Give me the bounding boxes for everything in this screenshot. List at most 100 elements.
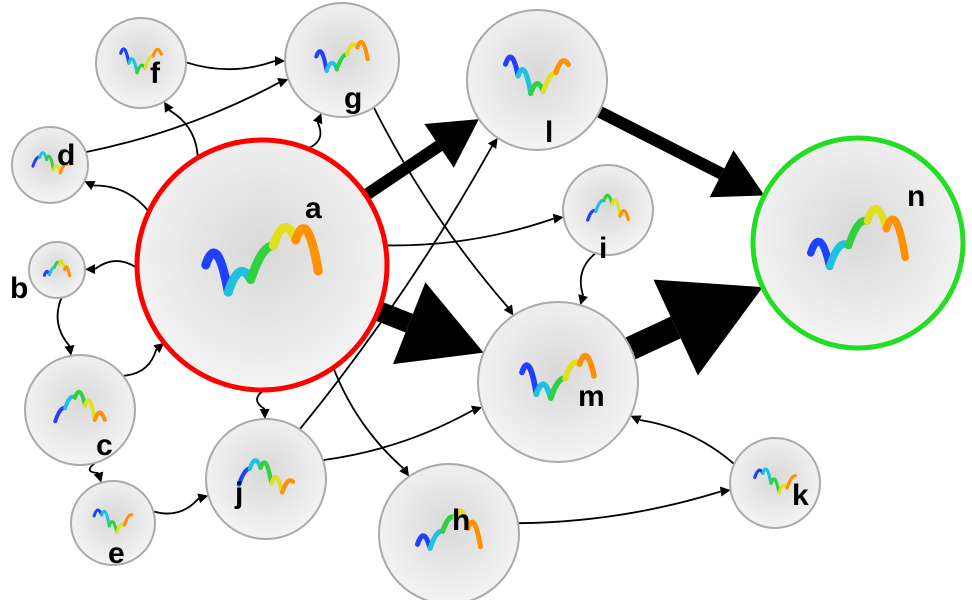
- arrowhead-icon: [274, 56, 286, 66]
- arrowhead-icon: [393, 282, 484, 365]
- protein-structure-icon: [586, 193, 630, 222]
- arrowhead-icon: [84, 264, 96, 275]
- protein-structure-icon: [503, 54, 571, 97]
- edge-a-m: [374, 282, 484, 365]
- node-circle: [28, 241, 86, 299]
- edge-a-d: [84, 180, 150, 213]
- node-circle: [134, 137, 390, 393]
- node-label: h: [452, 504, 470, 537]
- edge-a-g: [307, 113, 323, 150]
- node-circle: [205, 418, 327, 540]
- node-label: d: [57, 139, 75, 172]
- arrowhead-icon: [277, 77, 289, 88]
- arrowhead-icon: [312, 113, 323, 125]
- protein-structure-icon: [314, 39, 370, 73]
- arrowhead-icon: [93, 471, 104, 483]
- arrowhead-icon: [719, 486, 731, 497]
- node-d: [11, 126, 89, 204]
- protein-structure-icon: [119, 47, 163, 75]
- arrowhead-icon: [64, 345, 75, 356]
- node-k: [729, 437, 821, 529]
- node-i: [562, 164, 654, 256]
- edge-c-e: [88, 462, 104, 483]
- node-label: f: [150, 57, 161, 90]
- arrowhead-icon: [630, 415, 642, 425]
- node-f: [95, 17, 187, 109]
- arrowhead-icon: [552, 213, 564, 224]
- node-h: [378, 463, 520, 600]
- node-n: [750, 135, 966, 351]
- protein-structure-icon: [236, 458, 296, 495]
- edge-m-n: [625, 279, 763, 376]
- edge-h-k: [518, 486, 731, 525]
- node-e: [70, 480, 156, 566]
- nodes-layer: [11, 2, 966, 600]
- node-label: j: [234, 477, 243, 510]
- arrowhead-icon: [259, 408, 270, 420]
- edge-c-a: [122, 342, 165, 377]
- protein-structure-icon: [42, 259, 72, 278]
- arrowhead-icon: [471, 405, 483, 416]
- node-a: [134, 137, 390, 393]
- arrowhead-icon: [709, 150, 765, 198]
- arrowhead-icon: [84, 180, 96, 190]
- edges-layer: [56, 56, 765, 525]
- arrowhead-icon: [164, 101, 174, 113]
- arrowhead-icon: [197, 493, 209, 504]
- arrowhead-icon: [424, 119, 479, 168]
- edge-j-m: [322, 405, 483, 461]
- edge-a-b: [84, 260, 138, 275]
- arrowhead-icon: [503, 304, 514, 316]
- edge-f-g: [185, 56, 286, 71]
- protein-structure-icon: [807, 205, 909, 271]
- edge-j-l: [299, 137, 498, 430]
- edge-e-j: [153, 493, 209, 515]
- node-label: i: [599, 232, 607, 265]
- protein-structure-icon: [53, 389, 107, 424]
- edge-k-m: [630, 415, 735, 465]
- arrowhead-icon: [153, 342, 165, 354]
- node-label: e: [108, 537, 125, 570]
- edge-i-m: [578, 252, 597, 306]
- node-label: l: [545, 116, 553, 149]
- node-label: a: [305, 192, 322, 225]
- node-g: [284, 2, 400, 118]
- edge-d-g: [85, 77, 289, 154]
- protein-structure-icon: [92, 508, 134, 534]
- edge-l-n: [596, 106, 765, 198]
- node-j: [205, 418, 327, 540]
- protein-structure-icon: [753, 467, 797, 495]
- node-label: g: [344, 82, 362, 115]
- node-circle: [466, 9, 608, 151]
- node-m: [477, 301, 639, 463]
- edge-a-f: [164, 101, 199, 158]
- node-circle: [11, 126, 89, 204]
- node-label: c: [96, 429, 113, 462]
- node-circle: [378, 463, 520, 600]
- node-circle: [95, 17, 187, 109]
- node-l: [466, 9, 608, 151]
- protein-structure-icon: [415, 508, 483, 551]
- arrowhead-icon: [487, 137, 498, 149]
- protein-structure-icon: [201, 222, 323, 297]
- node-label: n: [907, 180, 925, 213]
- node-c: [24, 354, 136, 466]
- node-label: b: [10, 272, 28, 305]
- node-b: [28, 241, 86, 299]
- node-circle: [562, 164, 654, 256]
- node-label: m: [578, 380, 605, 413]
- arrowhead-icon: [399, 465, 410, 477]
- arrowhead-icon: [653, 279, 763, 376]
- edge-b-c: [56, 297, 75, 356]
- edge-a-j: [256, 389, 270, 420]
- edge-g-m: [372, 106, 514, 316]
- node-circle: [750, 135, 966, 351]
- node-circle: [24, 354, 136, 466]
- edge-a-i: [385, 213, 564, 247]
- protein-structure-icon: [519, 352, 597, 401]
- protein-structure-icon: [31, 151, 69, 175]
- arrowhead-icon: [578, 294, 588, 306]
